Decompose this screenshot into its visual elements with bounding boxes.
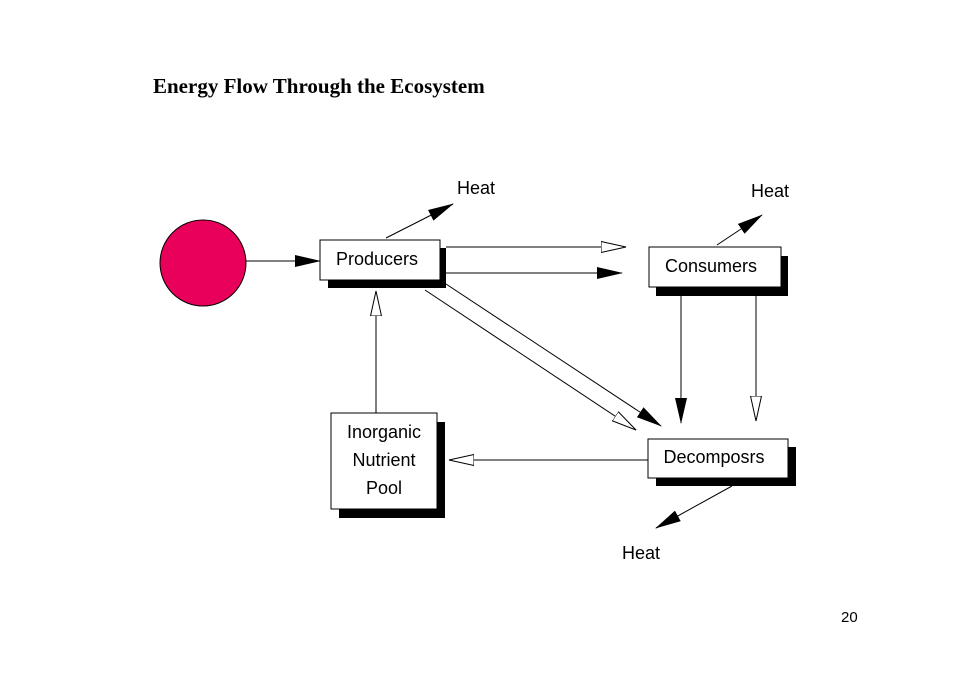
producers-heat-label: Heat [457,178,495,198]
nutrient-pool-line-2: Nutrient [352,450,415,470]
nutrient-pool-box: Inorganic Nutrient Pool [330,412,445,518]
decomposers-label: Decomposrs [663,447,764,467]
producers-box: Producers [319,239,446,288]
nutrient-pool-line-3: Pool [366,478,402,498]
nutrient-pool-line-1: Inorganic [347,422,421,442]
decomposers-box: Decomposrs [647,438,796,486]
arrow-consumers-heat [716,214,763,246]
consumers-box: Consumers [648,246,788,296]
arrow-producers-to-decomposers-solid [445,283,662,427]
sun-circle [159,219,247,307]
arrow-decomposers-heat [655,485,733,529]
arrow-producers-to-decomposers-open [424,289,636,430]
arrow-producers-heat [385,203,454,239]
producers-label: Producers [336,249,418,269]
page-number: 20 [841,609,858,626]
decomposers-heat-label: Heat [622,543,660,563]
consumers-heat-label: Heat [751,181,789,201]
slide-title: Energy Flow Through the Ecosystem [153,74,485,98]
consumers-label: Consumers [665,256,757,276]
